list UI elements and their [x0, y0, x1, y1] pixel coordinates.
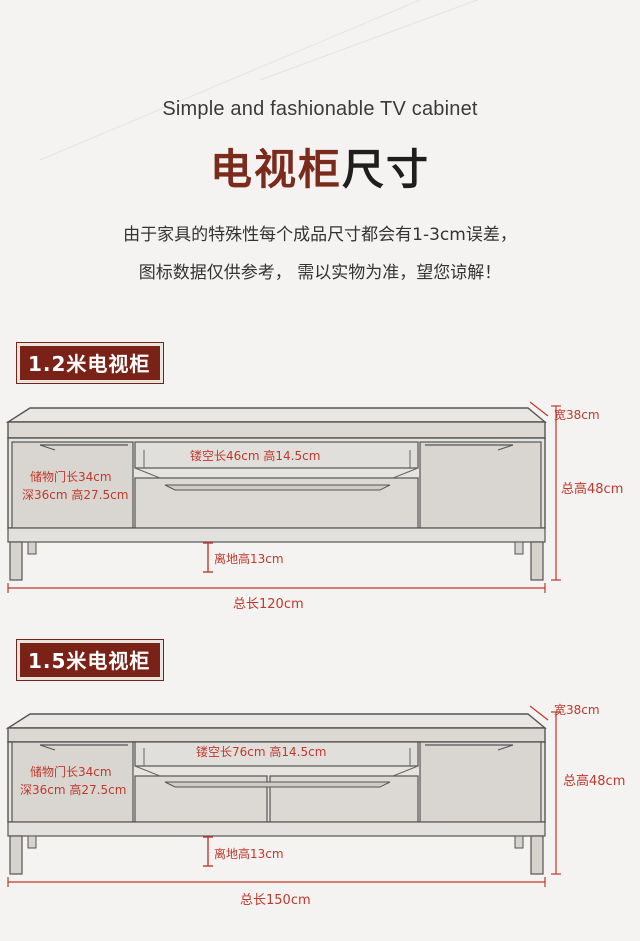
- width-label-1: 宽38cm: [554, 408, 600, 422]
- page-title: 电视柜尺寸: [0, 136, 640, 197]
- height-label-2: 总高48cm: [563, 774, 626, 789]
- cabinet-badge-2: 1.5米电视柜: [17, 640, 164, 680]
- ground-label-1: 离地高13cm: [214, 552, 284, 566]
- cabinet-drawing-1: [5, 401, 561, 593]
- door-label-1a: 储物门长34cm: [30, 470, 112, 484]
- length-label-1: 总长120cm: [233, 597, 304, 612]
- hollow-label-2: 镂空长76cm 高14.5cm: [196, 745, 327, 759]
- title-rest: 尺寸: [342, 145, 431, 194]
- length-label-2: 总长150cm: [240, 893, 311, 908]
- note-line-1: 由于家具的特殊性每个成品尺寸都会有1-3cm误差，: [123, 225, 517, 245]
- door-label-2a: 储物门长34cm: [30, 765, 112, 779]
- page-subtitle: Simple and fashionable TV cabinet: [162, 98, 478, 120]
- note-line-2: 图标数据仅供参考， 需以实物为准，望您谅解！: [138, 263, 502, 283]
- cabinet-badge-1: 1.2米电视柜: [17, 343, 164, 383]
- title-accent: 电视柜: [209, 145, 342, 194]
- height-label-1: 总高48cm: [561, 482, 624, 497]
- width-label-2: 宽38cm: [554, 703, 600, 717]
- cabinet-drawing-2: [5, 705, 561, 887]
- door-label-2b: 深36cm 高27.5cm: [20, 783, 127, 797]
- door-label-1b: 深36cm 高27.5cm: [22, 488, 129, 502]
- ground-label-2: 离地高13cm: [214, 847, 284, 861]
- hollow-label-1: 镂空长46cm 高14.5cm: [190, 449, 321, 463]
